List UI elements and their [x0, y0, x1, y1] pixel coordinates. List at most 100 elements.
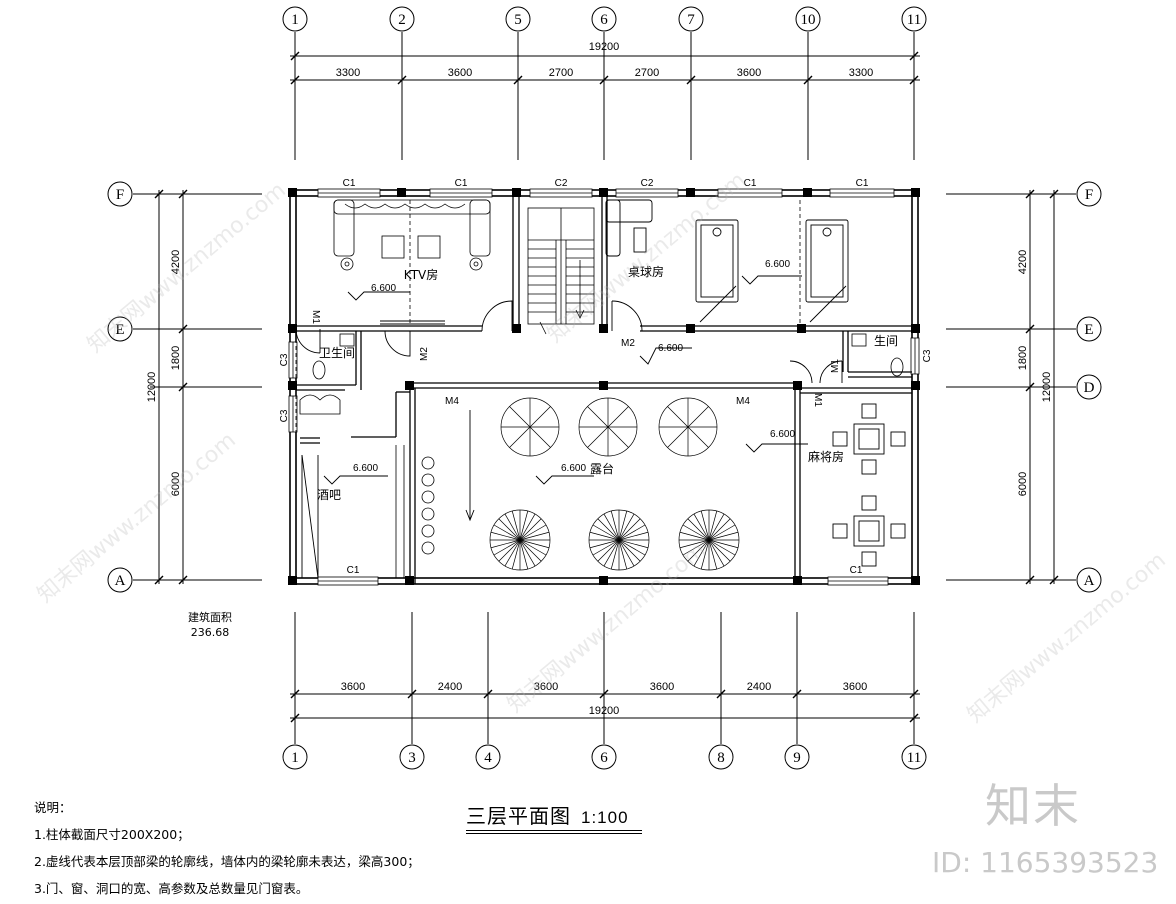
axis-top-5: 5	[514, 12, 522, 28]
dim-right-total: 12000	[1041, 372, 1053, 403]
door-tag: M4	[445, 396, 459, 407]
axis-top-2: 2	[398, 12, 406, 28]
axis-bottom-9: 9	[793, 750, 801, 766]
right-axis-lines	[946, 181, 1102, 593]
axis-right-A: A	[1084, 573, 1095, 589]
dim-right-1: 4200	[1017, 250, 1029, 274]
dim-bottom-5: 2400	[747, 681, 771, 693]
axis-right-E: E	[1084, 322, 1093, 338]
note-item: 3.门、窗、洞口的宽、高参数及总数量见门窗表。	[34, 881, 309, 896]
room-mahjong: 麻将房	[808, 449, 844, 464]
axis-bottom-1: 1	[291, 750, 299, 766]
mahjong-tables	[832, 403, 906, 567]
notes: 说明： 1.柱体截面尺寸200X200； 2.虚线代表本层顶部梁的轮廓线，墙体内…	[34, 794, 420, 902]
axis-right-F: F	[1085, 187, 1093, 203]
dim-left-2: 1800	[170, 346, 182, 370]
door-tag: M1	[310, 310, 321, 324]
left-axis-lines	[107, 181, 262, 593]
umbrella	[578, 397, 638, 457]
room-bar: 酒吧	[317, 488, 341, 502]
columns	[288, 188, 920, 585]
title-underline	[466, 830, 642, 831]
axis-top-1: 1	[291, 12, 299, 28]
round-tables	[489, 509, 740, 571]
note-item: 2.虚线代表本层顶部梁的轮廓线，墙体内的梁轮廓未表达，梁高300；	[34, 854, 420, 869]
axis-bottom-4: 4	[484, 750, 492, 766]
level-billiards: 6.600	[765, 259, 790, 270]
room-ktv: KTV房	[404, 267, 438, 282]
dim-bottom-2: 2400	[438, 681, 462, 693]
dim-bottom-total: 19200	[589, 705, 620, 717]
level-corridor: 6.600	[658, 343, 683, 354]
level-bar: 6.600	[353, 463, 378, 474]
axis-left-E: E	[115, 322, 124, 338]
axis-bottom-3: 3	[408, 750, 416, 766]
building-area-label: 建筑面积	[188, 611, 232, 624]
top-axis-bubbles	[282, 6, 927, 32]
door-tag: M2	[419, 347, 430, 361]
dim-right-2: 1800	[1017, 346, 1029, 370]
axis-top-10: 10	[801, 12, 816, 28]
level-mahjong: 6.600	[770, 429, 795, 440]
dim-top-total: 19200	[589, 41, 620, 53]
axis-top-6: 6	[600, 12, 608, 28]
door-tag: M1	[830, 359, 841, 373]
axis-right-D: D	[1084, 380, 1095, 396]
stair	[527, 207, 595, 335]
window-tag: C3	[922, 349, 933, 362]
dim-top-3: 2700	[549, 67, 573, 79]
dim-left-1: 4200	[170, 250, 182, 274]
doors	[295, 300, 843, 579]
window-tag: C2	[555, 178, 568, 189]
round-table	[588, 509, 650, 571]
door-tag: M1	[812, 393, 823, 407]
dim-top-1: 3300	[336, 67, 360, 79]
dim-top-6: 3300	[849, 67, 873, 79]
title-underline	[466, 833, 642, 834]
axis-bottom-6: 6	[600, 750, 608, 766]
bottom-axis-lines	[290, 612, 920, 744]
window-tag: C3	[279, 353, 290, 366]
dim-top-5: 3600	[737, 67, 761, 79]
dim-bottom-1: 3600	[341, 681, 365, 693]
door-tag: M4	[736, 396, 750, 407]
building-area-value: 236.68	[190, 626, 230, 639]
window-tag: C1	[856, 178, 869, 189]
building-area: 建筑面积 236.68	[188, 610, 232, 640]
umbrella	[658, 397, 718, 457]
room-billiards: 桌球房	[628, 264, 664, 279]
slope-arrow	[465, 410, 475, 522]
level-ktv: 6.600	[371, 283, 396, 294]
bottom-axis-bubbles	[282, 744, 927, 770]
bar-stools	[395, 445, 435, 578]
level-markers	[323, 275, 808, 485]
axis-bottom-11: 11	[907, 750, 921, 766]
dim-right-3: 6000	[1017, 472, 1029, 496]
axis-top-11: 11	[907, 12, 921, 28]
window-tag: C1	[343, 178, 356, 189]
beam-outlines	[295, 192, 801, 578]
top-axis-lines	[290, 32, 920, 160]
umbrellas	[500, 397, 718, 457]
dim-top-2: 3600	[448, 67, 472, 79]
note-item: 1.柱体截面尺寸200X200；	[34, 827, 190, 842]
window-tag: C1	[455, 178, 468, 189]
notes-heading: 说明：	[34, 800, 72, 815]
axis-bottom-8: 8	[717, 750, 725, 766]
window-tag: C2	[641, 178, 654, 189]
top-windows	[288, 188, 920, 586]
room-wc-right: 生间	[874, 334, 898, 348]
drawing-title-text: 三层平面图	[466, 804, 571, 828]
umbrella	[500, 397, 560, 457]
wc-fixtures	[299, 333, 904, 415]
dim-top-4: 2700	[635, 67, 659, 79]
window-tag: C1	[744, 178, 757, 189]
ktv-sofa	[333, 199, 491, 271]
interior-walls	[296, 196, 912, 584]
dim-left-3: 6000	[170, 472, 182, 496]
dim-bottom-6: 3600	[843, 681, 867, 693]
axis-left-F: F	[116, 187, 124, 203]
window-tag: C1	[347, 565, 360, 576]
